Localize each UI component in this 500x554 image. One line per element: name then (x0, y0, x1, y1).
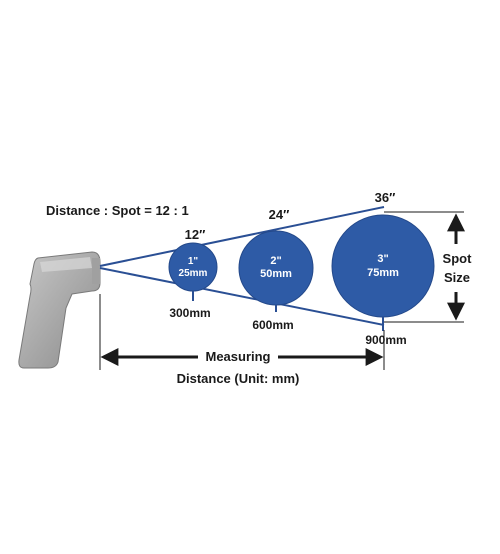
measuring-label-line1: Measuring (205, 349, 270, 364)
spot-2-size-inch: 2" (270, 255, 281, 267)
spot-2-distance-mm: 600mm (252, 318, 293, 332)
spot-2-size-mm: 50mm (260, 268, 292, 280)
beam-upper-line (99, 206, 385, 267)
infrared-thermometer-icon (18, 251, 101, 369)
spot-1-distance-inch: 12″ (185, 227, 206, 242)
spot-3-distance-inch: 36″ (375, 190, 396, 205)
ratio-title: Distance : Spot = 12 : 1 (46, 203, 189, 218)
spot-2: 24″ 2" 50mm 600mm (238, 207, 314, 332)
spot-size-dimension: Spot Size (384, 211, 473, 323)
beam-lower-line (99, 267, 385, 326)
spot-1-size-inch: 1" (188, 256, 199, 267)
spot-2-distance-inch: 24″ (269, 207, 290, 222)
spot-1-circle (168, 242, 218, 292)
spot-3-distance-mm: 900mm (365, 333, 406, 347)
spot-size-label-line1: Spot (443, 251, 473, 266)
spot-3: 36″ 3" 75mm 900mm (331, 190, 435, 347)
spot-1: 12″ 1" 25mm 300mm (168, 227, 218, 320)
spot-3-size-inch: 3" (377, 253, 388, 265)
spot-3-circle (331, 214, 435, 318)
spot-1-distance-mm: 300mm (169, 306, 210, 320)
spot-3-size-mm: 75mm (367, 267, 399, 279)
measuring-distance-dimension: Measuring Distance (Unit: mm) (99, 294, 385, 386)
spot-1-size-mm: 25mm (179, 268, 208, 279)
spot-size-label-line2: Size (444, 270, 470, 285)
measuring-label-line2: Distance (Unit: mm) (177, 371, 300, 386)
